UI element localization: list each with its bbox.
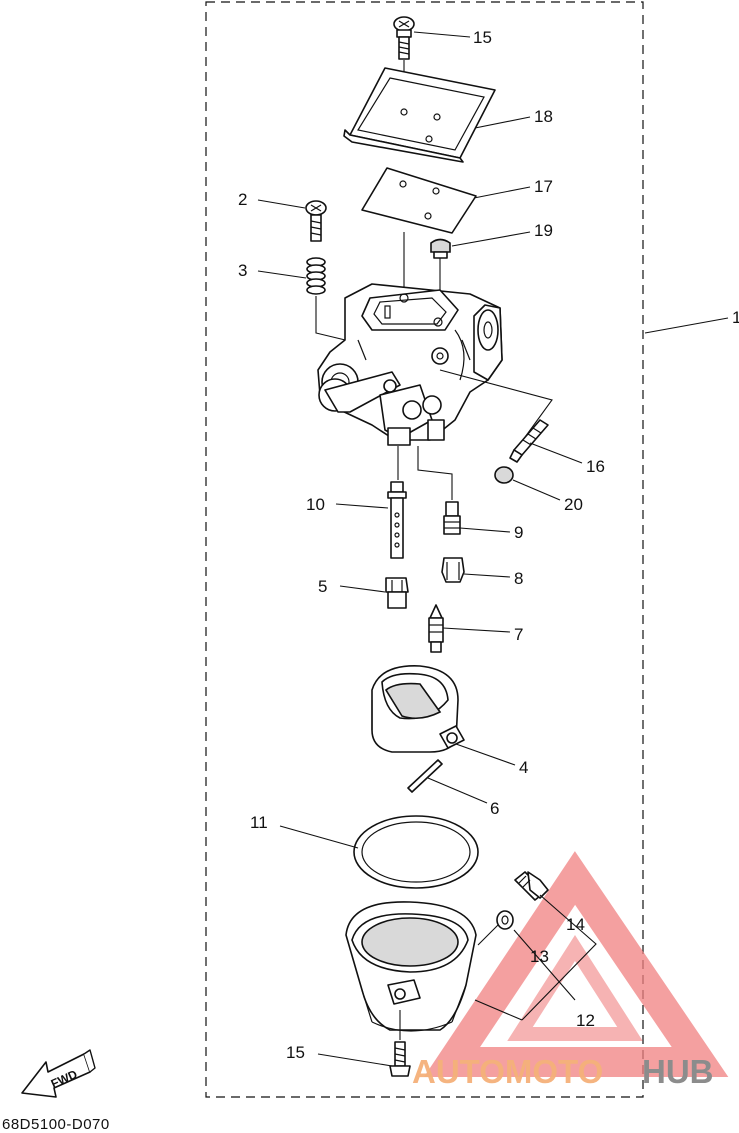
callout-20: 20 [564, 495, 583, 514]
part-15-bottom-screw [389, 1041, 411, 1077]
part-19-cap [430, 238, 451, 259]
callout-5: 5 [318, 577, 327, 596]
callout-9: 9 [514, 523, 523, 542]
callout-11: 11 [250, 813, 268, 832]
callout-7: 7 [514, 625, 523, 644]
part-6-float-pin [407, 759, 443, 793]
callout-3: 3 [238, 261, 247, 280]
fwd-arrow-icon: FWD [21, 1049, 96, 1098]
part-18-cover [343, 67, 496, 163]
part-9-pilot-jet [443, 501, 461, 535]
callout-12: 12 [576, 1011, 595, 1030]
part-12-float-chamber [345, 901, 477, 1032]
callout-6: 6 [490, 799, 499, 818]
watermark-text-secondary: HUB [642, 1053, 714, 1090]
part-3-spring [306, 257, 326, 295]
part-20-cap [494, 466, 514, 484]
part-2-screw [305, 200, 327, 242]
callout-8: 8 [514, 569, 523, 588]
watermark-text-primary: AUTOMOTO [412, 1053, 603, 1090]
carburetor-body [317, 283, 503, 446]
watermark: AUTOMOTO HUB [412, 851, 729, 1090]
part-11-float-chamber-gasket [353, 815, 479, 889]
callout-1: 1 [732, 308, 739, 327]
assembly-boundary [205, 1, 644, 1098]
drawing-code: 68D5100-D070 [2, 1116, 110, 1133]
part-5-jet-holder [385, 577, 409, 609]
callout-17: 17 [534, 177, 553, 196]
part-14-drain-screw [514, 871, 549, 901]
watermark-triangle [423, 851, 729, 1077]
callout-4: 4 [519, 758, 528, 777]
callout-14: 14 [566, 915, 585, 934]
callout-10: 10 [306, 495, 325, 514]
callout-18: 18 [534, 107, 553, 126]
callout-19: 19 [534, 221, 553, 240]
watermark-inner-triangle [507, 935, 643, 1041]
part-17-gasket [361, 167, 477, 234]
part-15-top-screw [393, 16, 415, 60]
part-13-washer [496, 910, 514, 930]
callout-2: 2 [238, 190, 247, 209]
part-4-float [371, 665, 465, 753]
callout-15-top: 15 [473, 28, 492, 47]
part-8-main-jet [441, 557, 465, 583]
part-7-needle-valve [428, 604, 444, 653]
callout-16: 16 [586, 457, 605, 476]
callout-15-bottom: 15 [286, 1043, 305, 1062]
part-16-pilot-screw [509, 419, 549, 463]
part-10-main-nozzle [387, 481, 407, 559]
callout-13: 13 [530, 947, 549, 966]
